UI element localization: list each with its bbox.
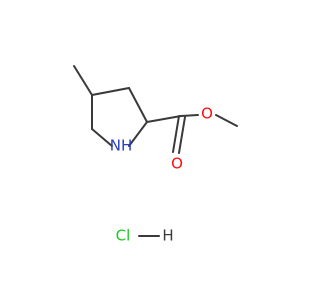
- chemical-structure-diagram: NH O O Cl H: [73, 65, 238, 245]
- chlorine-label: Cl: [116, 227, 131, 245]
- ring-bond-n1-c5: [91, 128, 113, 147]
- methyl-bond: [73, 65, 93, 96]
- carbonyl-double-bond-a: [172, 115, 180, 153]
- ester-oxygen-bond: [180, 114, 199, 117]
- nitrogen-label: NH: [110, 137, 133, 155]
- ester-carbon-bond: [146, 115, 182, 123]
- ring-bond-c4-c3: [91, 87, 130, 96]
- ring-bond-c2-n1: [128, 121, 148, 147]
- carbonyl-double-bond-b: [178, 116, 186, 154]
- ester-oxygen-label: O: [201, 105, 213, 123]
- ring-bond-c3-c2: [128, 87, 148, 123]
- hydrogen-label: H: [162, 227, 173, 245]
- methoxy-bond: [215, 114, 238, 127]
- carbonyl-oxygen-label: O: [171, 155, 183, 173]
